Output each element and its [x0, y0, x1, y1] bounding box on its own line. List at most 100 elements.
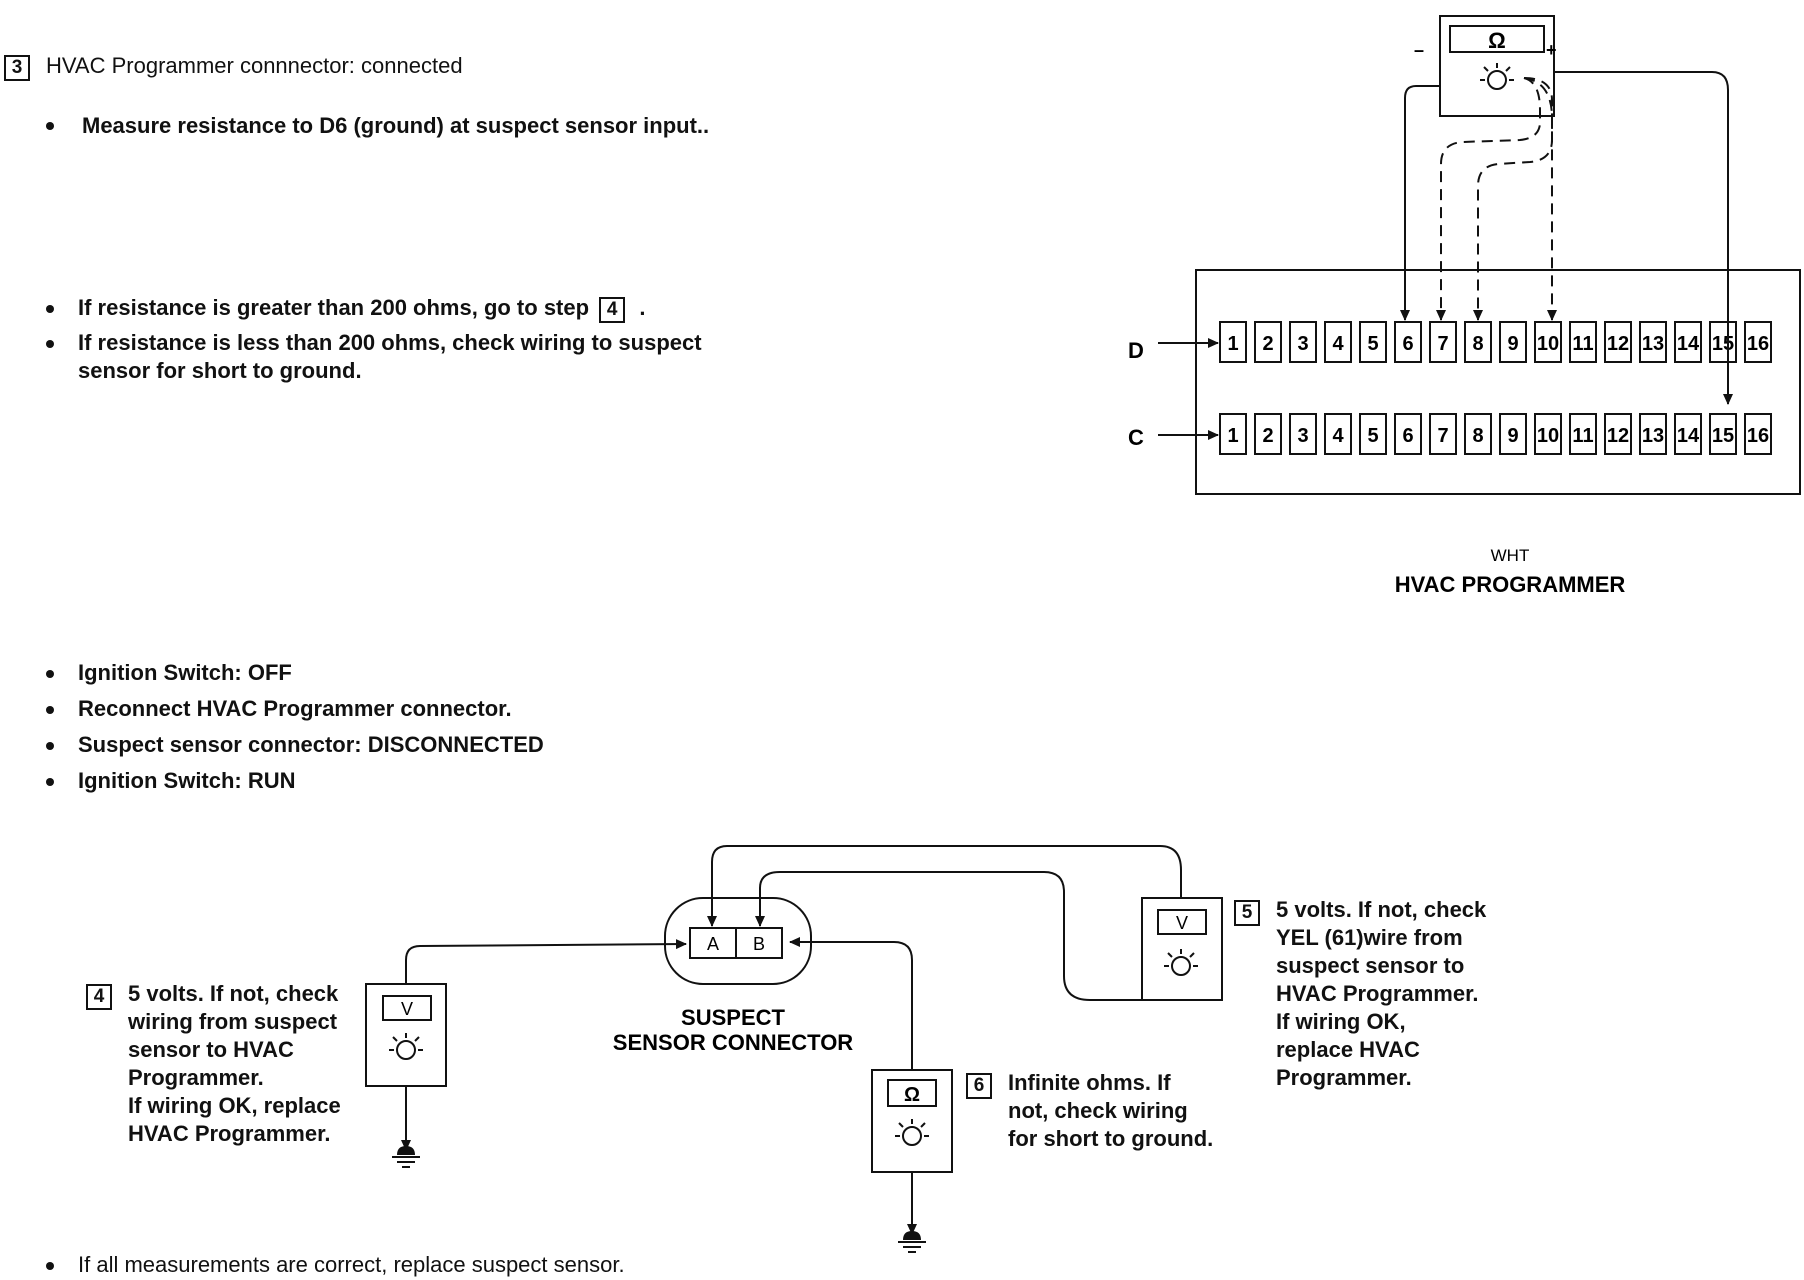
step-5-line: Programmer. [1276, 1065, 1412, 1090]
row-d-pin-box [1639, 321, 1667, 363]
row-d-pin-label: 5 [1367, 333, 1378, 355]
row-d-pin-label: 7 [1437, 333, 1448, 355]
step-4-line: Programmer. [128, 1065, 264, 1090]
step-4-line: sensor to HVAC [128, 1037, 294, 1062]
row-d-pin-box [1499, 321, 1527, 363]
ground-icon [392, 1146, 420, 1168]
row-c-pin-box [1394, 413, 1422, 455]
pin-b-label: B [753, 934, 765, 954]
row-d-pin-label: 6 [1402, 333, 1413, 355]
row-d-label: D [1128, 338, 1144, 363]
row-d-pin-label: 10 [1537, 333, 1559, 355]
row-d-pin-box [1289, 321, 1317, 363]
reconnect-programmer: Reconnect HVAC Programmer connector. [78, 696, 512, 721]
bullet-dot [46, 305, 54, 313]
suspect-sensor-connector: A B [664, 897, 812, 985]
step-6-line: not, check wiring [1008, 1098, 1188, 1123]
bullet-dot [46, 742, 54, 750]
row-c-pin-box [1324, 413, 1352, 455]
row-d-pin-label: 15 [1712, 333, 1734, 355]
resistance-greater-text: If resistance is greater than 200 ohms, … [78, 294, 645, 323]
ohmmeter-top: Ω – + [1414, 15, 1557, 117]
row-c-pin-box [1359, 413, 1387, 455]
row-c-pin-label: 3 [1297, 425, 1308, 447]
row-d-pin-box [1394, 321, 1422, 363]
row-d-pin-box [1429, 321, 1457, 363]
step-5-line: replace HVAC [1276, 1037, 1420, 1062]
step-6-line: Infinite ohms. If [1008, 1070, 1171, 1095]
bullet-dot [46, 778, 54, 786]
row-d-pin-label: 14 [1677, 333, 1700, 355]
row-c-pin-box [1499, 413, 1527, 455]
step-4-line: If wiring OK, replace [128, 1093, 341, 1118]
step-6-number: 6 [966, 1073, 992, 1099]
sensor-connector-label-2: SENSOR CONNECTOR [613, 1030, 854, 1055]
row-d-pin-label: 12 [1607, 333, 1629, 355]
meter-plus: + [1546, 40, 1557, 60]
row-c-pin-label: 2 [1262, 425, 1273, 447]
row-c-pin-box [1604, 413, 1632, 455]
step-4-line: HVAC Programmer. [128, 1121, 331, 1146]
row-d-pin-box [1219, 321, 1247, 363]
row-c-pin-box [1429, 413, 1457, 455]
row-d-pin-label: 1 [1227, 333, 1238, 355]
row-d-pin-label: 16 [1747, 333, 1769, 355]
step-5-line: If wiring OK, [1276, 1009, 1406, 1034]
step-ref-trail: . [639, 295, 646, 320]
row-d-pin-label: 11 [1572, 333, 1593, 355]
step-3-title: HVAC Programmer connnector: connected [46, 53, 463, 78]
step-5-line: 5 volts. If not, check [1276, 897, 1487, 922]
lamp-icon [1164, 949, 1198, 976]
step-5-line: HVAC Programmer. [1276, 981, 1479, 1006]
row-c-pin-label: 15 [1712, 425, 1734, 447]
row-c-pin-label: 10 [1537, 425, 1559, 447]
row-c-pin-label: 4 [1332, 425, 1344, 447]
ohmmeter-bottom: Ω [871, 1069, 953, 1173]
voltmeter-left: V [365, 983, 447, 1087]
row-c-pin-box [1674, 413, 1702, 455]
row-d-pin-box [1359, 321, 1387, 363]
step-4-number: 4 [86, 984, 112, 1010]
step-4-line: 5 volts. If not, check [128, 981, 339, 1006]
bullet-dot [46, 1262, 54, 1270]
row-c-label: C [1128, 425, 1144, 450]
row-c-pin-box [1534, 413, 1562, 455]
meter-minus: – [1414, 40, 1424, 60]
step-3-number: 3 [4, 55, 30, 81]
ground-icon [898, 1231, 926, 1253]
row-d-pin-label: 8 [1472, 333, 1483, 355]
row-c-pin-label: 16 [1747, 425, 1769, 447]
row-c-pin-label: 11 [1572, 425, 1593, 447]
programmer-housing [1195, 269, 1801, 495]
final-instruction: If all measurements are correct, replace… [78, 1252, 625, 1277]
resistance-less-text: If resistance is less than 200 ohms, che… [78, 330, 702, 355]
row-c-pin-label: 9 [1507, 425, 1518, 447]
row-c-pin-box [1744, 413, 1772, 455]
sensor-disconnected: Suspect sensor connector: DISCONNECTED [78, 732, 544, 757]
row-c-pin-label: 14 [1677, 425, 1700, 447]
step-6-line: for short to ground. [1008, 1126, 1214, 1151]
row-c-pin-box [1219, 413, 1247, 455]
bullet-dot [46, 340, 54, 348]
row-d-pin-box [1324, 321, 1352, 363]
volt-symbol: V [1176, 913, 1188, 933]
lamp-icon [895, 1119, 929, 1146]
row-d-pin-label: 9 [1507, 333, 1518, 355]
row-d-pin-box [1604, 321, 1632, 363]
row-d-pin-box [1464, 321, 1492, 363]
resistance-less-text-line2: sensor for short to ground. [78, 358, 362, 383]
ohm-symbol: Ω [1488, 28, 1506, 53]
row-c-pin-box [1289, 413, 1317, 455]
row-c-pin-label: 13 [1642, 425, 1664, 447]
row-d-pin-box [1254, 321, 1282, 363]
ignition-run: Ignition Switch: RUN [78, 768, 296, 793]
bullet-dot [46, 122, 54, 130]
step-6-text: Infinite ohms. If not, check wiring for … [1008, 1069, 1213, 1153]
bullet-dot [46, 670, 54, 678]
row-c-pin-box [1569, 413, 1597, 455]
row-c-pin-label: 12 [1607, 425, 1629, 447]
row-c-pin-label: 1 [1227, 425, 1238, 447]
row-c-pin-box [1639, 413, 1667, 455]
